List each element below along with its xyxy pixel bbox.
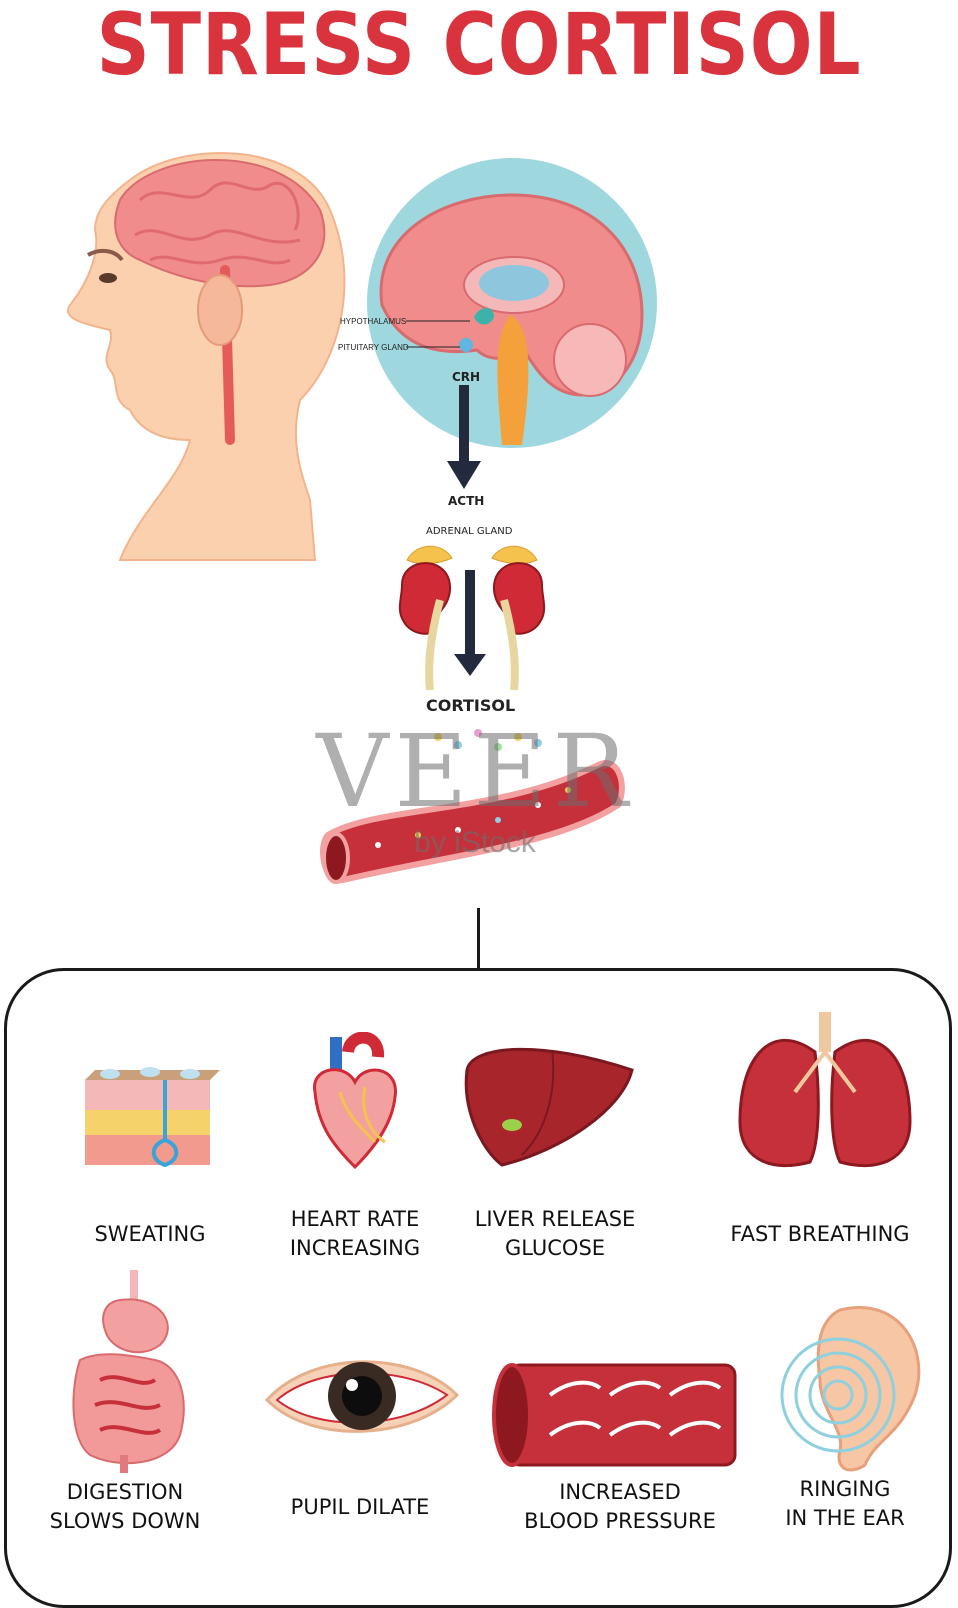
effect-label-heart-rate: HEART RATE INCREASING — [289, 1207, 421, 1260]
adrenal-gland-label: ADRENAL GLAND — [426, 526, 513, 537]
effect-label-pupil: PUPIL DILATE — [290, 1495, 430, 1519]
blood-vessel-cortisol-illustration — [320, 729, 625, 884]
connector-line — [477, 908, 480, 970]
effect-label-sweating: SWEATING — [94, 1222, 206, 1246]
effect-label-digestion: DIGESTION SLOWS DOWN — [49, 1480, 201, 1533]
heart-icon — [313, 1032, 397, 1170]
down-arrow-icon — [447, 385, 481, 489]
skin-sweat-gland-icon — [85, 1067, 220, 1168]
kidneys-adrenal-illustration — [398, 545, 546, 691]
hypothalamus-label: HYPOTHALAMUS — [340, 317, 407, 326]
head-profile-illustration — [67, 152, 346, 561]
cortisol-label: CORTISOL — [426, 696, 516, 715]
acth-label: ACTH — [448, 494, 485, 508]
pituitary-gland-label: PITUITARY GLAND — [338, 343, 409, 352]
eye-icon — [264, 1360, 460, 1433]
watermark-logo: VEER — [316, 713, 634, 830]
effect-label-ringing-ear: RINGING IN THE EAR — [785, 1477, 905, 1530]
watermark-subtitle: by iStock — [414, 826, 536, 859]
blood-vessel-icon — [492, 1363, 737, 1467]
page-title: STRESS CORTISOL — [96, 0, 862, 95]
effect-label-liver: LIVER RELEASE GLUCOSE — [474, 1207, 636, 1260]
crh-label: CRH — [452, 370, 481, 384]
ear-icon — [780, 1306, 921, 1472]
effect-label-blood-pressure: INCREASED BLOOD PRESSURE — [524, 1480, 716, 1533]
brain-cross-section-illustration — [367, 158, 657, 448]
lungs-icon — [738, 1012, 912, 1168]
digestive-system-icon — [72, 1270, 185, 1473]
effect-label-breathing: FAST BREATHING — [730, 1222, 910, 1246]
liver-icon — [464, 1047, 634, 1167]
